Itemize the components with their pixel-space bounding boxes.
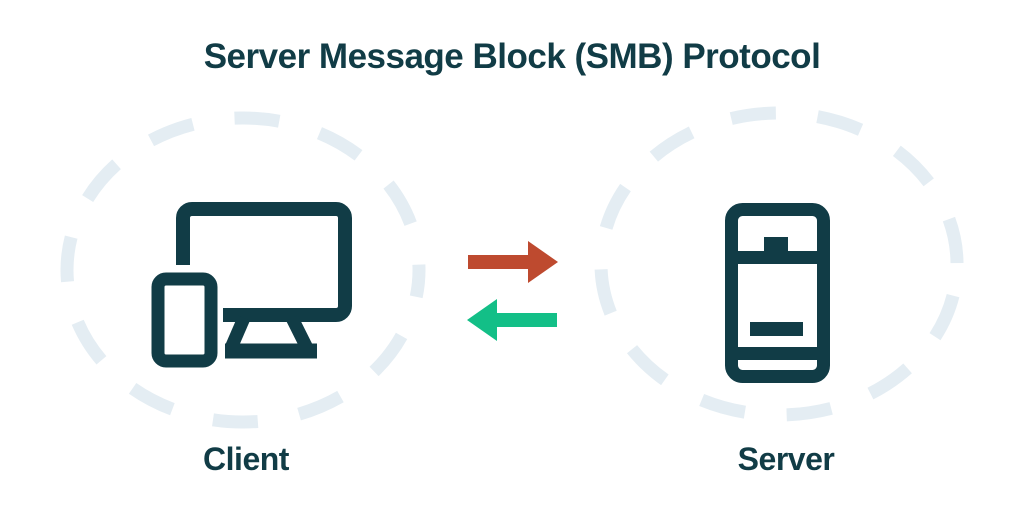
client-dashed-circle-icon <box>60 111 426 429</box>
request-arrow-icon <box>468 241 558 283</box>
server-label: Server <box>737 441 835 477</box>
server-body <box>725 203 830 383</box>
exchange-arrows <box>467 241 558 341</box>
server-top-divider <box>738 251 818 264</box>
client-label: Client <box>203 441 289 477</box>
page-title: Server Message Block (SMB) Protocol <box>203 37 821 77</box>
tablet-icon <box>151 272 218 368</box>
server-bottom-divider <box>738 347 818 360</box>
monitor-icon <box>176 202 352 322</box>
response-arrow-icon <box>467 299 557 341</box>
server-drive-tab <box>764 237 788 253</box>
server-tower-icon <box>725 203 830 383</box>
monitor-stand <box>225 315 317 359</box>
client-devices-icon <box>144 202 352 375</box>
server-drive-slot <box>750 322 803 336</box>
